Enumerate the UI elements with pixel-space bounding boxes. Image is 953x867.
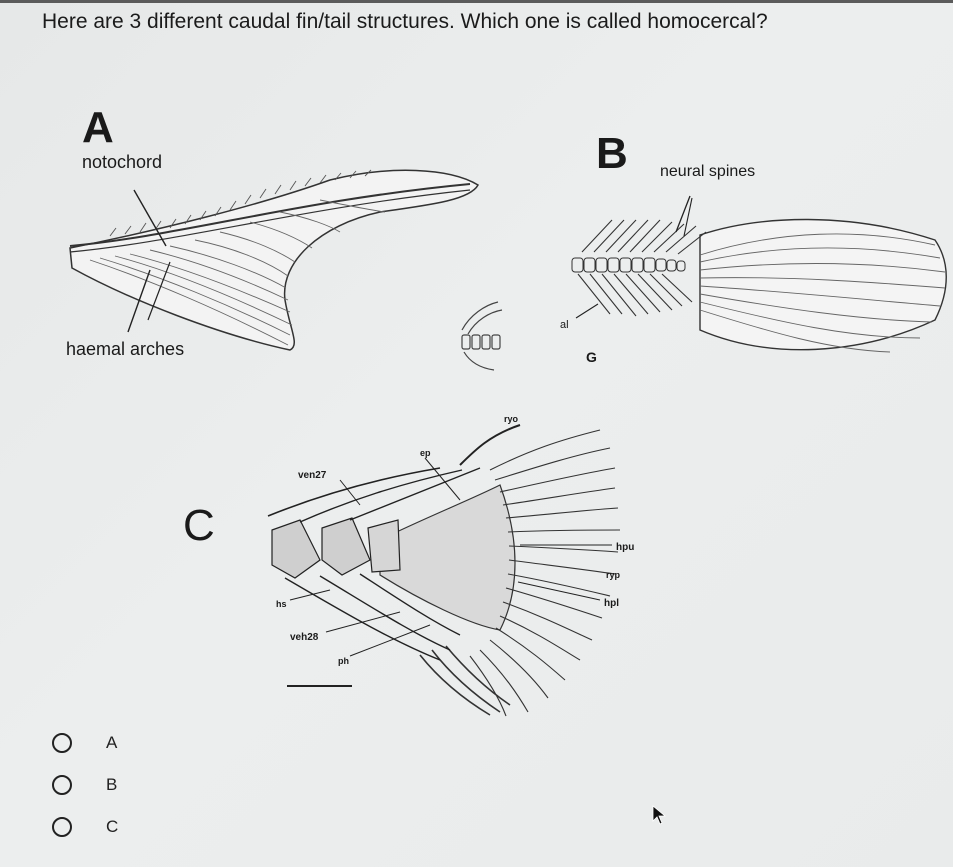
option-c[interactable]: C <box>52 812 252 842</box>
label-neural-spines: neural spines <box>660 163 755 180</box>
question-text: Here are 3 different caudal fin/tail str… <box>42 10 768 33</box>
label-hpl: hpl <box>604 598 619 609</box>
radio-a[interactable] <box>52 733 72 753</box>
label-hs: hs <box>276 599 287 609</box>
vertebra-sketch <box>461 301 503 371</box>
label-ep: ep <box>420 448 431 458</box>
label-ph: ph <box>338 656 349 666</box>
label-g: G <box>586 349 597 365</box>
label-notochord: notochord <box>82 152 162 172</box>
option-c-label: C <box>106 817 119 836</box>
panel-a-letter: A <box>82 103 114 152</box>
label-al: al <box>560 319 569 331</box>
panel-c-letter: C <box>183 501 215 550</box>
option-b[interactable]: B <box>52 770 252 800</box>
panel-c-diagram <box>267 424 621 717</box>
label-haemal-arches: haemal arches <box>66 339 184 359</box>
option-a-label: A <box>106 733 118 752</box>
label-veh28: veh28 <box>290 632 319 643</box>
option-a[interactable]: A <box>52 728 252 758</box>
option-b-label: B <box>106 775 118 794</box>
radio-c[interactable] <box>52 817 72 837</box>
label-ryo: ryo <box>504 414 519 424</box>
label-ven27: ven27 <box>298 470 327 481</box>
panel-b-letter: B <box>596 129 628 178</box>
radio-b[interactable] <box>52 775 72 795</box>
label-ryp: ryp <box>606 570 621 580</box>
top-border <box>0 0 953 3</box>
label-hpu: hpu <box>616 542 634 553</box>
panel-b-diagram <box>571 195 947 353</box>
panel-a-diagram <box>69 169 479 351</box>
mouse-cursor-icon <box>652 805 666 825</box>
